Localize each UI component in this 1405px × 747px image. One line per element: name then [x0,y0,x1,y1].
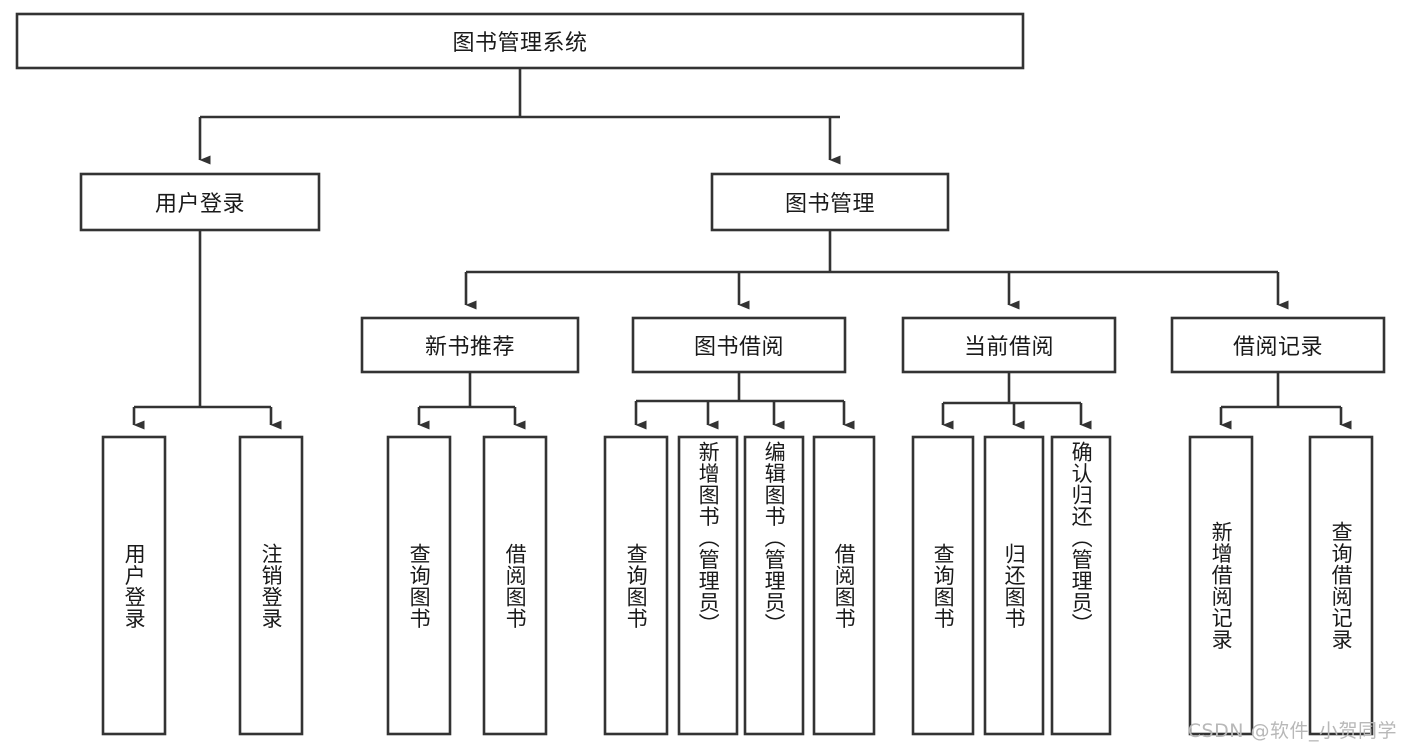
node-box-leaf-query-book-borrow[interactable] [603,435,669,736]
edge-group-book-management [464,230,1289,310]
node-box-leaf-user-login[interactable] [101,435,167,736]
node-box-current-borrow[interactable] [901,316,1117,374]
node-box-root[interactable] [15,12,1025,70]
node-box-leaf-add-book[interactable] [677,435,739,736]
node-box-leaf-borrow-book[interactable] [812,435,876,736]
edge-group-current-borrow [941,372,1092,430]
node-box-book-borrow[interactable] [631,316,847,374]
node-box-leaf-logout[interactable] [238,435,304,736]
node-box-new-book-recommend[interactable] [360,316,580,374]
node-box-leaf-query-borrow-record[interactable] [1308,435,1374,736]
node-box-leaf-borrow-book-recommend[interactable] [482,435,548,736]
edge-group-new-book-recommend [417,372,526,430]
node-box-leaf-query-book-current[interactable] [911,435,975,736]
edge-group-root [198,68,841,165]
edge-group-book-borrow [634,372,855,430]
node-box-leaf-edit-book[interactable] [743,435,805,736]
node-box-borrow-record[interactable] [1170,316,1386,374]
node-box-leaf-return-book[interactable] [983,435,1045,736]
node-box-leaf-query-book-recommend[interactable] [386,435,452,736]
node-box-leaf-confirm-return[interactable] [1050,435,1112,736]
node-box-book-management[interactable] [710,172,950,232]
csdn-watermark: CSDN @软件_小贺同学 [1187,720,1397,742]
node-box-leaf-add-borrow-record[interactable] [1188,435,1254,736]
edge-group-borrow-record [1219,372,1352,430]
node-box-user-login[interactable] [79,172,321,232]
edge-group-user-login [132,230,282,430]
